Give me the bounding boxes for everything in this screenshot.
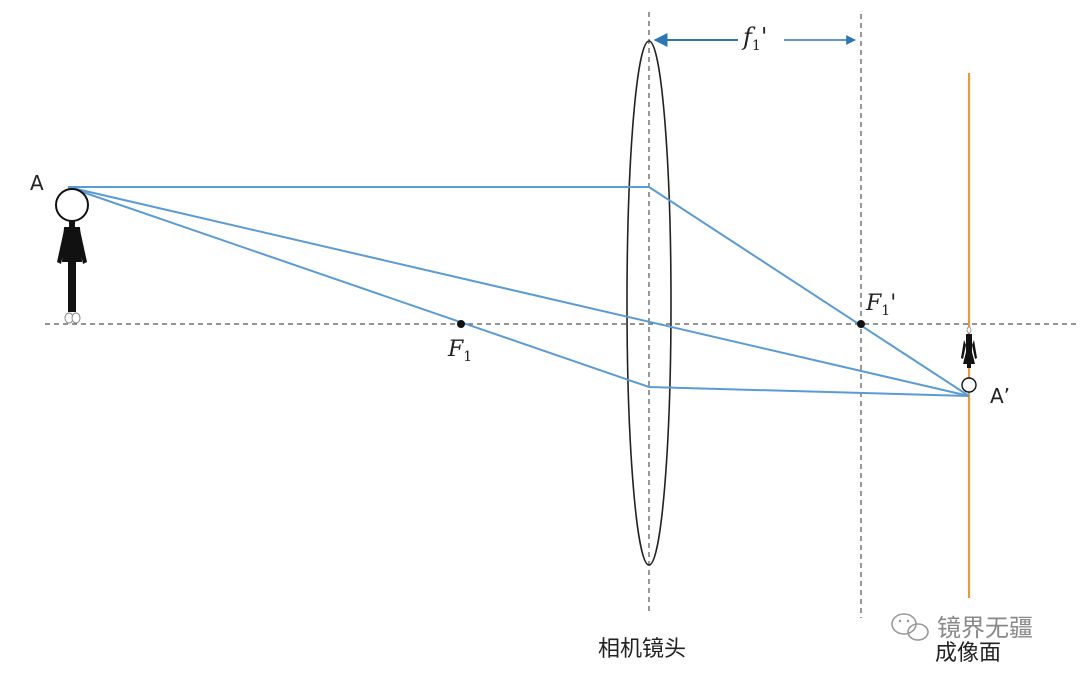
- image-label: A’: [990, 384, 1011, 408]
- lens-shape: [626, 40, 672, 566]
- focal-length-sub: 1: [751, 38, 761, 54]
- back-focal-point: [857, 320, 865, 328]
- front-focus-sub: 1: [463, 349, 473, 365]
- front-focus-label: F1: [448, 337, 472, 365]
- standing-person-icon: [55, 188, 89, 324]
- back-focus-sub: 1: [881, 303, 891, 319]
- ray-through-focus: [67, 186, 970, 397]
- focal-length-base: f: [743, 23, 752, 51]
- object-label: A: [30, 171, 44, 195]
- inverted-person-icon: [961, 326, 977, 393]
- front-focus-base: F: [448, 337, 464, 362]
- focal-length-prime: ': [760, 23, 768, 51]
- ray-chief: [67, 186, 970, 397]
- lens-caption: 相机镜头: [598, 637, 687, 662]
- light-rays: [67, 186, 970, 397]
- focal-length-label: f1': [743, 23, 767, 54]
- back-focus-base: F: [866, 291, 882, 316]
- front-focal-point: [457, 320, 465, 328]
- wechat-icon: [891, 613, 929, 641]
- back-focus-label: F1': [866, 291, 896, 319]
- image-plane-caption: 成像面: [935, 641, 1002, 666]
- back-focus-prime: ': [890, 291, 897, 316]
- watermark-text: 镜界无疆: [937, 614, 1033, 642]
